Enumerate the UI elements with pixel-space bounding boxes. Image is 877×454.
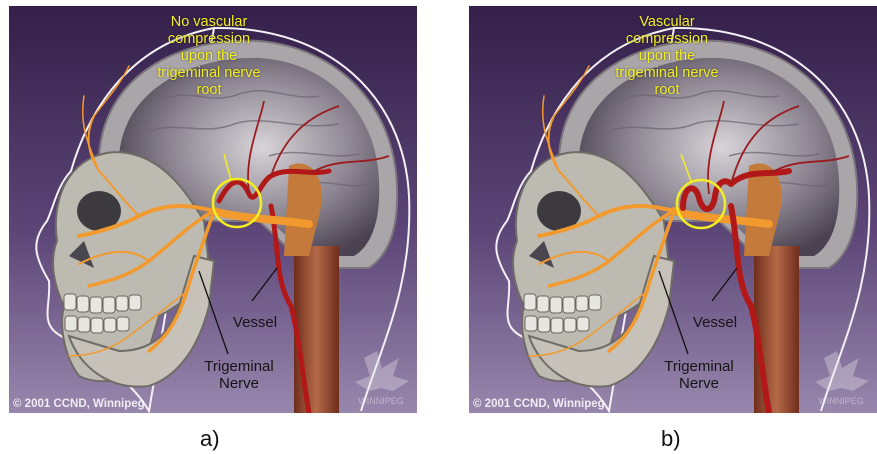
callout-text: Vascular compression upon the trigeminal… (587, 14, 747, 99)
copyright-text: © 2001 CCND, Winnipeg (473, 398, 605, 410)
vessel-label: Vessel (225, 314, 285, 331)
panel-b: WINNIPEG Vascular compression upon the t… (469, 6, 877, 413)
trigeminal-nerve-label: Trigeminal Nerve (191, 358, 287, 392)
copyright-text: © 2001 CCND, Winnipeg (13, 398, 145, 410)
vessel-label: Vessel (685, 314, 745, 331)
trigeminal-nerve-label: Trigeminal Nerve (651, 358, 747, 392)
callout-text: No vascular compression upon the trigemi… (129, 14, 289, 99)
spinal-column (754, 246, 799, 413)
panel-a: WINNIPEG No vascular compression upon th… (9, 6, 417, 413)
caption-a: a) (200, 426, 220, 452)
watermark-text: WINNIPEG (818, 396, 864, 406)
watermark-text: WINNIPEG (358, 396, 404, 406)
caption-b: b) (661, 426, 681, 452)
spinal-column (294, 246, 339, 413)
